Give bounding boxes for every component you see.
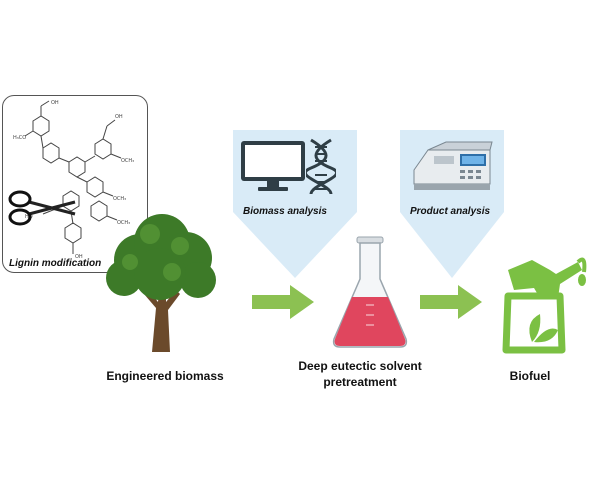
- tree-icon: [106, 214, 216, 352]
- engineered-biomass-label: Engineered biomass: [106, 369, 224, 383]
- pretreatment-label: Deep eutectic solvent pretreatment: [280, 358, 440, 390]
- dna-icon: [306, 138, 336, 195]
- biomass-analysis-label: Biomass analysis: [243, 206, 327, 217]
- product-analysis-label: Product analysis: [410, 206, 491, 217]
- spectrophotometer-icon: [413, 141, 493, 190]
- erlenmeyer-flask-icon: [332, 236, 408, 348]
- arrow-to-biofuel: [420, 285, 482, 319]
- pretreatment-label-line1: Deep eutectic solvent: [298, 359, 422, 373]
- lignin-modification-label: Lignin modification: [9, 258, 102, 269]
- lignin-modification-panel: OH H₃CO OH OCH₃ OCH₃ OCH₃ OH HO Lignin m…: [2, 95, 148, 273]
- scissors-icon: [8, 190, 76, 226]
- svg-text:OH: OH: [115, 114, 123, 120]
- arrow-to-pretreatment: [252, 285, 314, 319]
- fuel-nozzle-leaf-icon: [502, 257, 587, 354]
- biofuel-label: Biofuel: [509, 369, 551, 383]
- svg-text:OH: OH: [75, 254, 83, 260]
- svg-text:OCH₃: OCH₃: [121, 158, 134, 164]
- svg-text:OCH₃: OCH₃: [117, 220, 130, 226]
- pretreatment-label-line2: pretreatment: [323, 375, 397, 389]
- computer-monitor-icon: [241, 141, 305, 191]
- svg-text:H₃CO: H₃CO: [13, 135, 26, 141]
- svg-text:OH: OH: [51, 100, 59, 106]
- lignin-structure-diagram: OH H₃CO OH OCH₃ OCH₃ OCH₃ OH HO: [13, 100, 134, 260]
- svg-text:OCH₃: OCH₃: [113, 196, 126, 202]
